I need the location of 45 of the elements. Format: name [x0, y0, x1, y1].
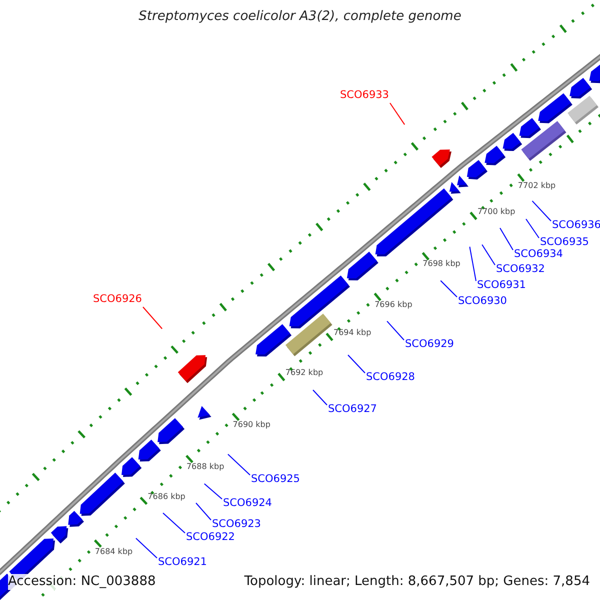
leader-line [162, 512, 186, 534]
leader-line [386, 320, 404, 340]
leader-line [204, 483, 222, 500]
gene-label: SCO6934 [514, 248, 563, 261]
gene-label: SCO6936 [552, 219, 600, 232]
scale-label: 7694 kbp [334, 328, 372, 338]
gene-label: SCO6921 [158, 556, 207, 569]
gene-label: SCO6929 [405, 338, 454, 351]
gene-label: SCO6923 [212, 518, 261, 531]
footer-text: Accession: NC_003888 [8, 574, 156, 590]
leader-line [312, 390, 328, 406]
leader-line [526, 218, 540, 238]
footer-text: Topology: linear; Length: 8,667,507 bp; Genes: 7,854 [244, 574, 590, 590]
gene-label: SCO6927 [328, 403, 377, 416]
gene-label: SCO6924 [223, 497, 272, 510]
leader-line [135, 538, 158, 558]
scale-label: 7700 kbp [477, 206, 516, 217]
leader-line [469, 246, 476, 282]
leader-line [348, 354, 366, 374]
scale-label: 7692 kbp [285, 368, 324, 378]
leader-line [482, 244, 496, 266]
leader-line [196, 502, 212, 520]
gene-label: SCO6930 [458, 295, 507, 308]
scale-label: 7698 kbp [422, 259, 460, 270]
scale-label: 7690 kbp [232, 420, 270, 430]
scale-label: 7688 kbp [186, 462, 224, 472]
leader-line [142, 306, 163, 330]
gene-label: SCO6935 [540, 236, 589, 249]
gene-label: SCO6925 [251, 473, 300, 486]
leader-line [389, 102, 406, 126]
map-title: Streptomyces coelicolor A3(2), complete genome [138, 9, 462, 24]
leader-line [532, 200, 552, 222]
leader-line [440, 280, 458, 298]
scale-label: 7702 kbp [518, 180, 556, 191]
gene-label: SCO6931 [477, 279, 526, 292]
leader-line [227, 454, 250, 476]
leader-line [500, 228, 514, 250]
gene-label: SCO6932 [496, 263, 545, 276]
scale-label: 7686 kbp [148, 492, 186, 502]
gene-label: SCO6926 [93, 293, 142, 306]
gene-label: SCO6922 [186, 531, 235, 544]
gene-label: SCO6933 [340, 89, 389, 102]
gene-label: SCO6928 [366, 371, 415, 384]
scale-label: 7684 kbp [94, 546, 133, 557]
scale-label: 7696 kbp [374, 300, 412, 310]
